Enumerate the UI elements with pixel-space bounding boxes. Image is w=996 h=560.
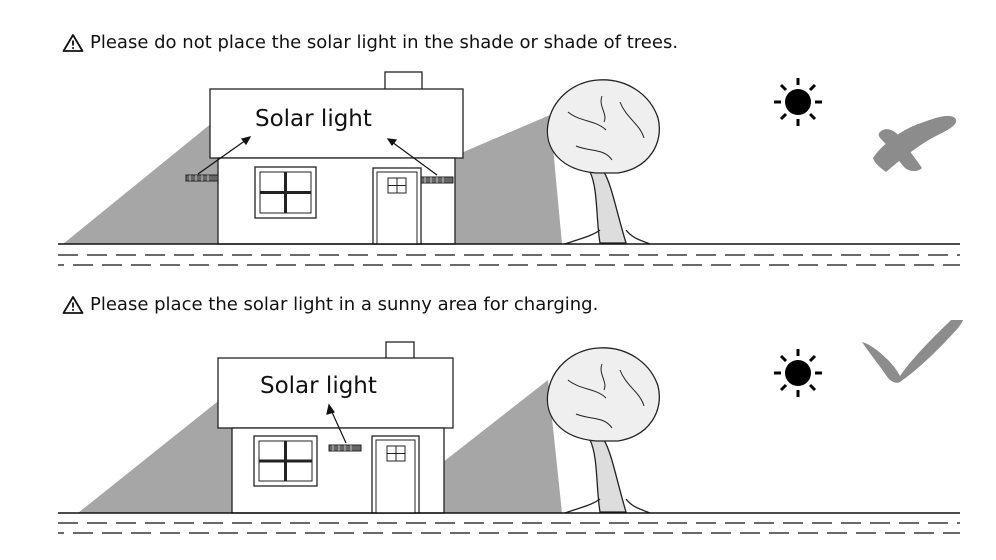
warning-triangle-icon (62, 33, 84, 52)
bottom-solar-light-label: Solar light (260, 373, 377, 399)
tree (546, 347, 660, 514)
left-shadow (63, 118, 218, 244)
solar-light (328, 444, 362, 452)
bottom-warning-text: Please place the solar light in a sunny … (90, 294, 599, 315)
top-warning-caption: Please do not place the solar light in t… (62, 32, 678, 53)
warning-triangle-icon (62, 295, 84, 314)
top-solar-light-label: Solar light (255, 106, 372, 132)
roof (217, 357, 454, 429)
sun-icon (774, 349, 822, 397)
label-arrows (197, 136, 438, 176)
door (372, 167, 422, 245)
sun-icon (774, 78, 822, 126)
bottom-scene: Solar light (0, 320, 996, 545)
cross-icon (873, 115, 957, 172)
tree (546, 79, 660, 245)
check-icon (862, 320, 964, 383)
window (253, 435, 318, 487)
label-arrow (326, 403, 347, 444)
left-shadow (78, 390, 232, 513)
solar-light-right (420, 176, 454, 184)
window (254, 166, 317, 219)
top-warning-text: Please do not place the solar light in t… (90, 32, 679, 53)
solar-light-left (185, 174, 219, 182)
top-scene: Solar light (0, 60, 996, 270)
door (371, 435, 420, 514)
bottom-warning-caption: Please place the solar light in a sunny … (62, 294, 598, 315)
roof (209, 88, 464, 159)
